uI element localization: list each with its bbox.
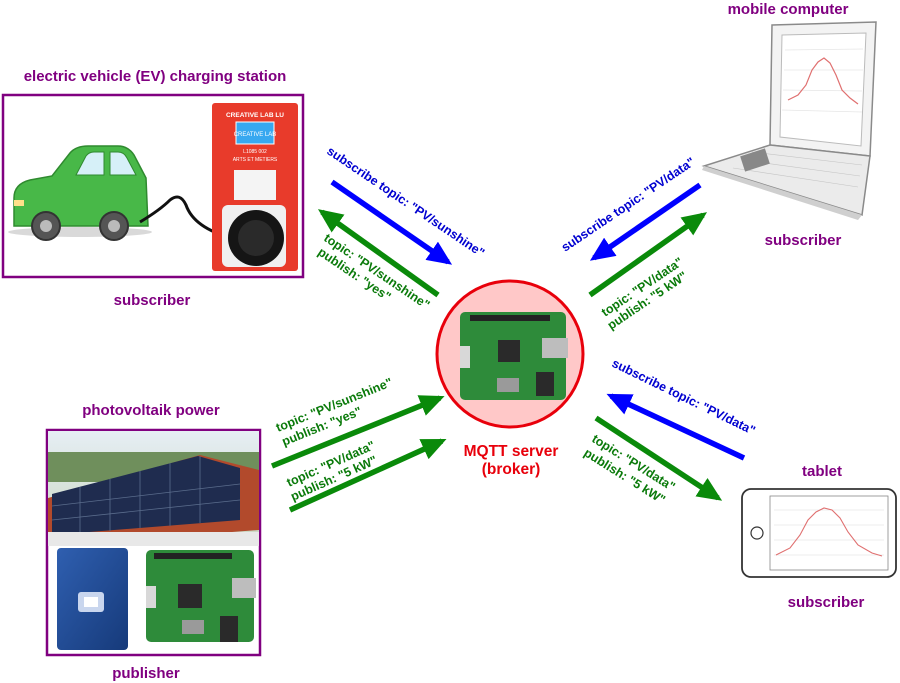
mobile-publish-arrow — [588, 212, 708, 298]
raspberry-pi-broker — [460, 312, 568, 400]
station-screen: CREATIVE LAB — [234, 132, 277, 138]
pv-publish-data-arrow — [288, 438, 447, 513]
mobile-subscribe-label: subscribe topic: "PV/data" — [559, 155, 698, 255]
charging-cable — [139, 195, 233, 240]
pv-publish-sunshine-arrow — [270, 395, 445, 469]
ev-publish-arrow — [317, 209, 440, 298]
solar-roof-photo — [48, 431, 259, 546]
pv-role: publisher — [112, 665, 180, 682]
tablet-title: tablet — [802, 463, 842, 480]
ev-subscribe-arrow — [330, 179, 453, 265]
pv-title: photovoltaik power — [82, 402, 220, 419]
inverter-photo — [57, 548, 128, 650]
broker-line1: MQTT server — [464, 443, 559, 460]
mobile-title: mobile computer — [728, 1, 849, 18]
broker-line2: (broker) — [482, 461, 541, 478]
mobile-role: subscriber — [765, 232, 842, 249]
station-brand: CREATIVE LAB LU — [226, 112, 284, 119]
ev-role: subscriber — [114, 292, 191, 309]
tablet-subscribe-label: subscribe topic: "PV/data" — [610, 356, 758, 438]
tablet-role: subscriber — [788, 594, 865, 611]
ev-title: electric vehicle (EV) charging station — [24, 68, 287, 85]
mobile-subscribe-arrow — [589, 182, 702, 261]
station-sub2: ARTS ET METIERS — [233, 157, 278, 163]
car-icon — [8, 145, 152, 241]
ev-subscribe-label: subscribe topic: "PV/sunshine" — [324, 144, 487, 260]
station-sub1: L1085 002 — [243, 149, 267, 155]
tablet-icon — [741, 488, 897, 578]
tablet-publish-arrow — [594, 415, 723, 501]
charging-station: CREATIVE LAB LU CREATIVE LAB L1085 002 A… — [212, 103, 298, 271]
raspberry-pi-publisher — [146, 550, 256, 642]
laptop-icon — [701, 21, 877, 220]
tablet-subscribe-arrow — [606, 393, 746, 461]
